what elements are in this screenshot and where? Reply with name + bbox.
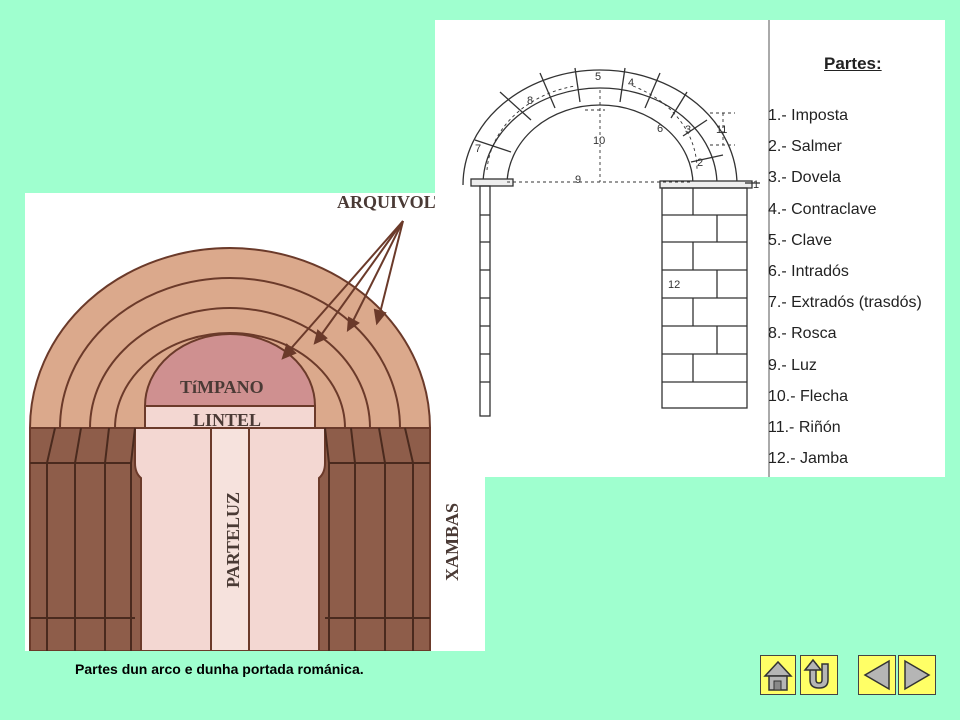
arch-number-8: 8: [527, 95, 533, 107]
arch-parts-diagram: 5 4 8 6 3 10 11 7 2 9 1 12 Partes: 1.- I…: [435, 20, 945, 477]
triangle-left-icon: [863, 659, 890, 691]
arch-number-4: 4: [628, 77, 634, 89]
arch-number-7: 7: [475, 143, 481, 155]
arch-number-11: 11: [716, 124, 727, 136]
part-item: 11.- Riñón: [768, 418, 841, 436]
part-item: 5.- Clave: [768, 231, 833, 249]
part-item: 10.- Flecha: [768, 387, 849, 405]
arch-number-3: 3: [685, 124, 691, 136]
lintel-label: LINTEL: [193, 410, 261, 430]
arch-drawing: 5 4 8 6 3 10 11 7 2 9 1 12: [462, 67, 760, 417]
arch-number-6: 6: [657, 123, 663, 135]
home-button[interactable]: [760, 655, 796, 695]
parteluz-label: PARTELUZ: [223, 492, 243, 588]
part-item: 3.- Dovela: [768, 169, 841, 187]
legend-divider: [768, 20, 770, 477]
xambas-label: XAMBAS: [442, 503, 462, 581]
part-item: 1.- Imposta: [768, 107, 849, 124]
next-button[interactable]: [898, 655, 936, 695]
parts-title: Partes:: [824, 54, 882, 73]
return-button[interactable]: [800, 655, 838, 695]
part-item: 8.- Rosca: [768, 325, 837, 343]
arch-number-1: 1: [753, 179, 759, 191]
part-item: 7.- Extradós (trasdós): [768, 294, 922, 312]
part-item: 2.- Salmer: [768, 138, 842, 156]
previous-button[interactable]: [858, 655, 896, 695]
part-item: 4.- Contraclave: [768, 200, 877, 218]
arch-number-10: 10: [593, 135, 605, 147]
part-item: 9.- Luz: [768, 356, 817, 374]
portal-illustration: ARQUIVOLTAS TíMPANO LINTEL PARTELUZ XAMB…: [28, 193, 468, 651]
part-item: 12.- Jamba: [768, 450, 849, 468]
return-icon: [803, 658, 829, 689]
arch-number-9: 9: [575, 174, 581, 186]
arch-number-2: 2: [697, 157, 703, 169]
portal-diagram: ARQUIVOLTAS TíMPANO LINTEL PARTELUZ XAMB…: [25, 193, 485, 651]
timpano-label: TíMPANO: [180, 377, 264, 397]
part-item: 6.- Intradós: [768, 262, 849, 280]
slide-caption: Partes dun arco e dunha portada románica…: [75, 661, 364, 677]
parts-list: 1.- Imposta 2.- Salmer 3.- Dovela 4.- Contr…: [768, 106, 922, 480]
parts-legend: Partes: 1.- Imposta 2.- Salmer 3.- Dovela 4…: [768, 20, 945, 477]
triangle-right-icon: [904, 659, 931, 691]
home-icon: [763, 660, 793, 691]
arch-number-5: 5: [595, 71, 601, 83]
arch-number-12: 12: [668, 279, 680, 291]
